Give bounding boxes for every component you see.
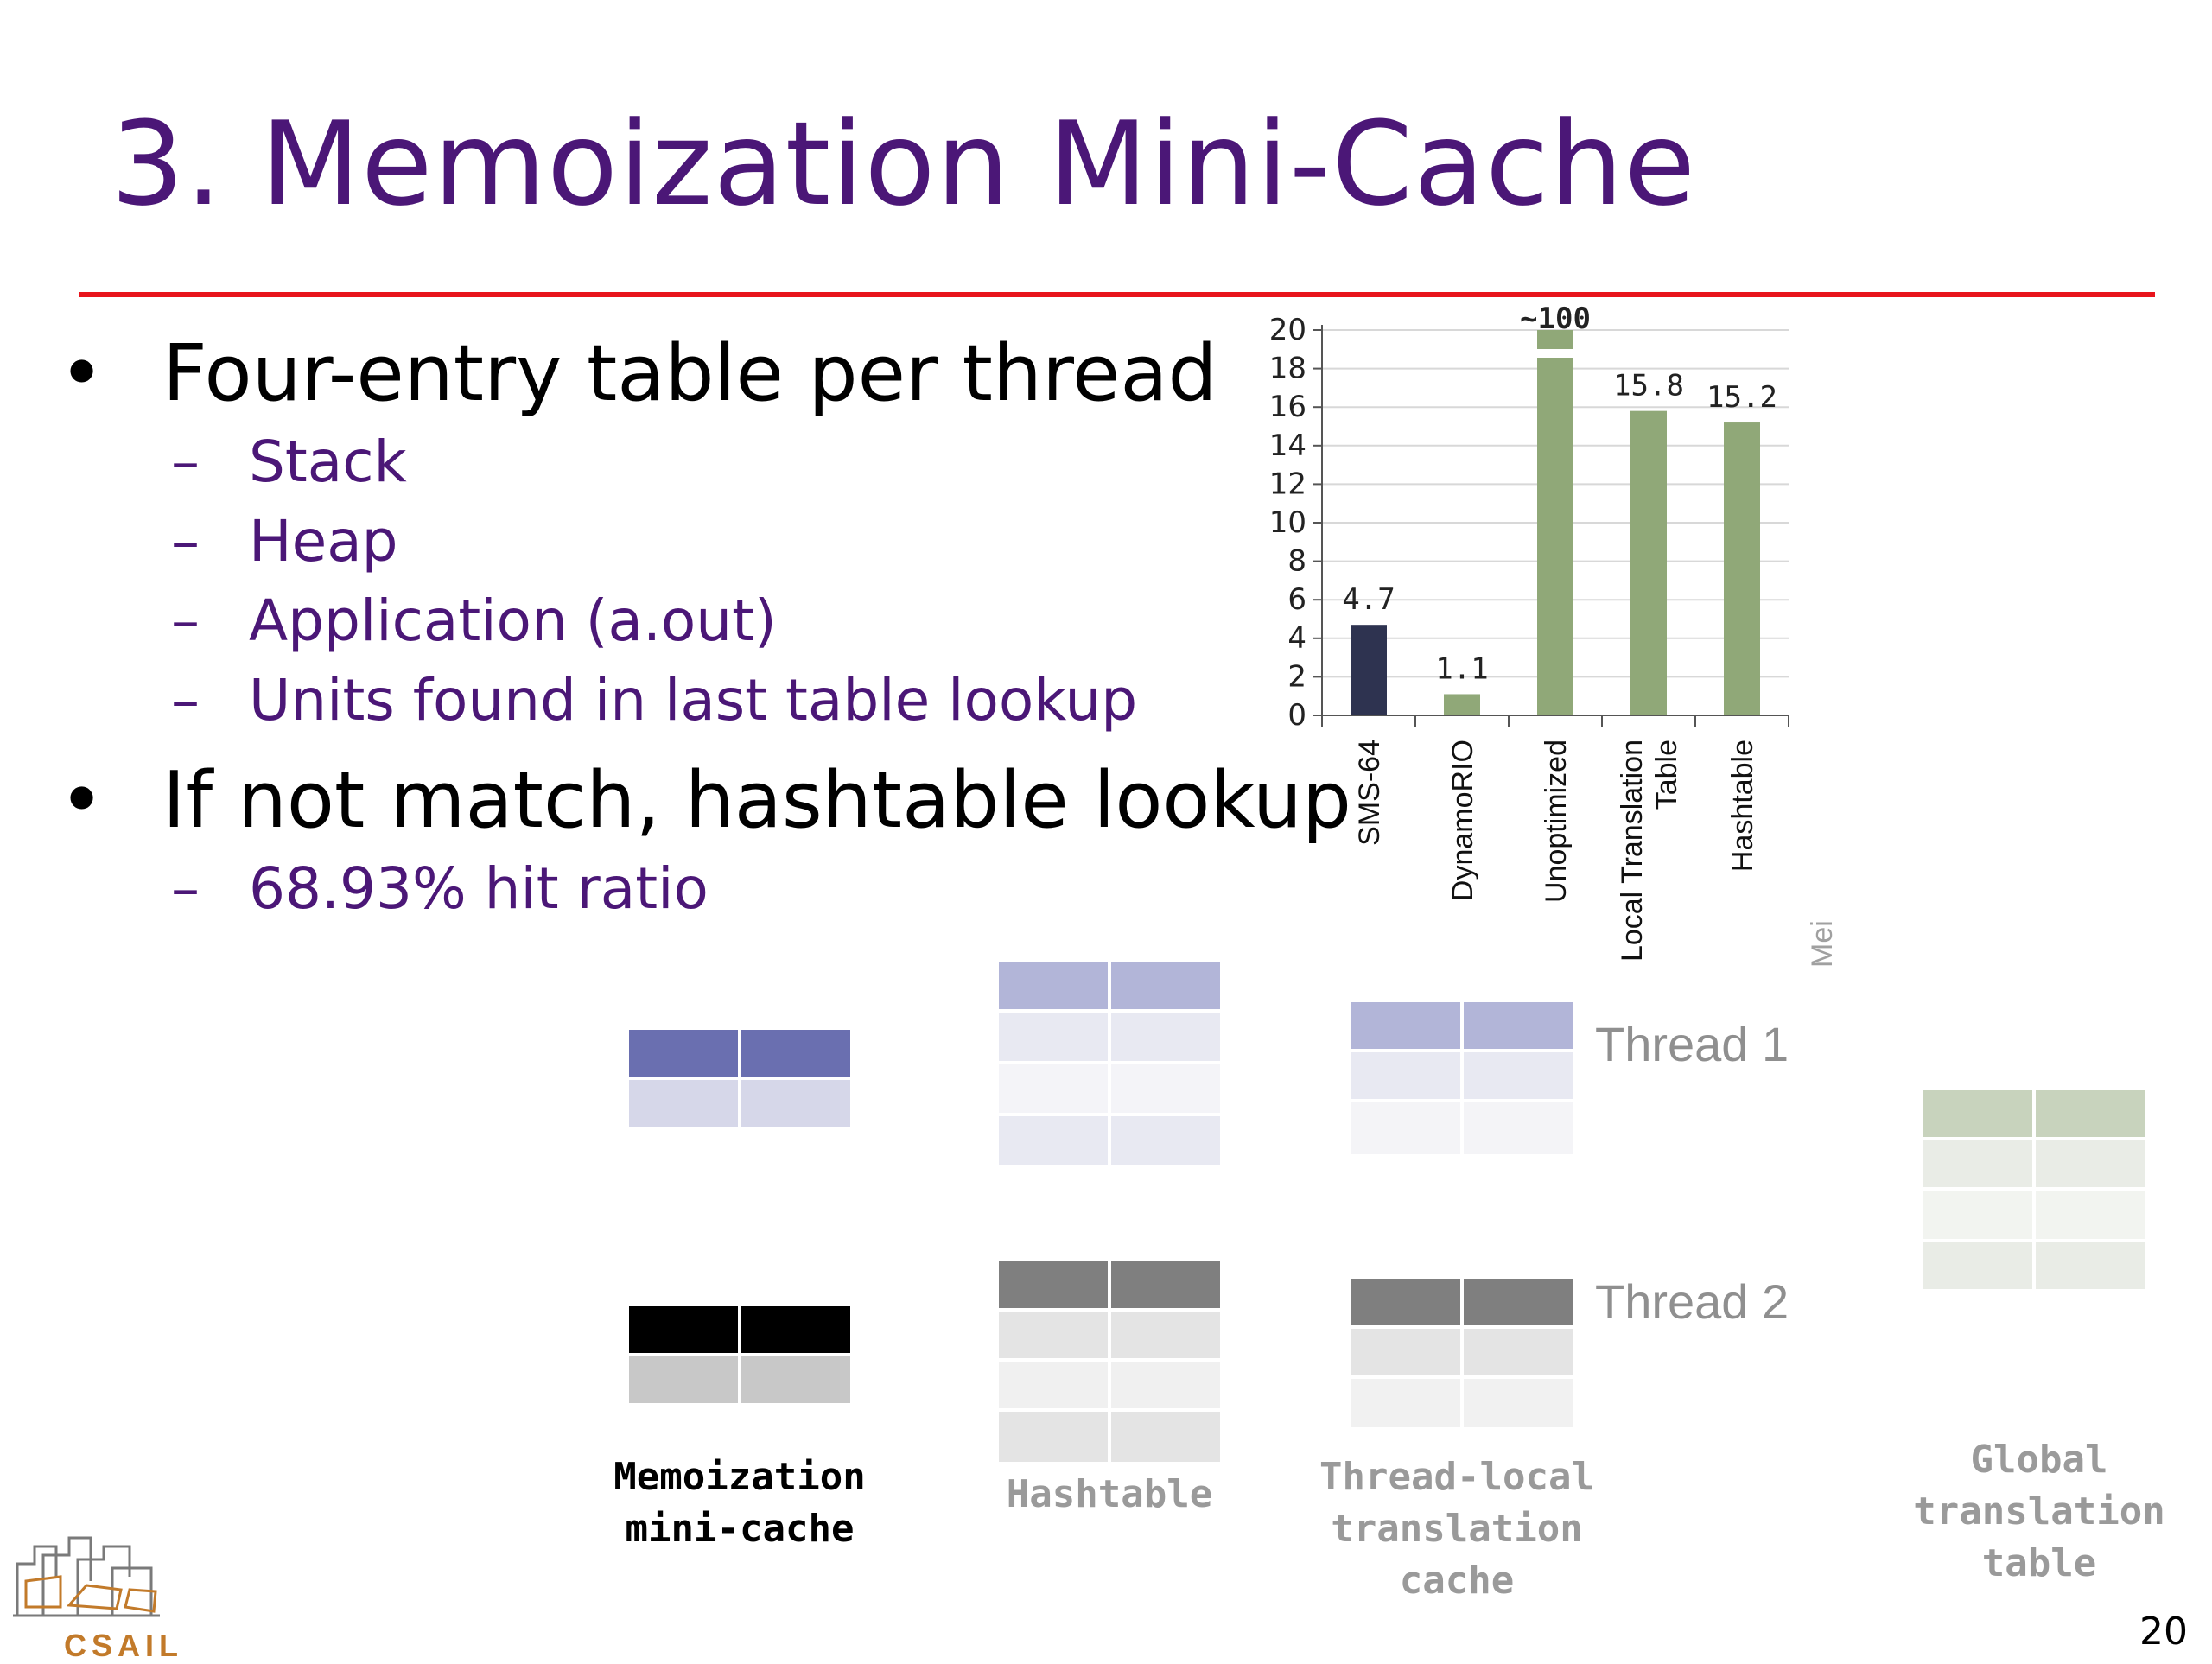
caption-global-translation-table: Global translation table xyxy=(1913,1438,2165,1585)
y-tick-label: 4 xyxy=(1287,621,1306,656)
partial-rotated-label: Mei xyxy=(1806,920,1839,968)
bullet-2: • If not match, hashtable lookup xyxy=(59,755,1351,846)
axis-break-mark xyxy=(1534,349,1577,358)
title-divider xyxy=(79,292,2155,297)
thread1-hashtable xyxy=(999,962,1220,1168)
x-tick-label-line: Local Translation xyxy=(1616,740,1649,962)
bar-3 xyxy=(1630,410,1667,715)
bullet-dot: • xyxy=(59,328,105,419)
global-translation-table xyxy=(1923,1090,2145,1292)
data-label-4: 15.2 xyxy=(1707,380,1777,415)
thread-1-label: Thread 1 xyxy=(1595,1017,1789,1071)
y-tick-label: 14 xyxy=(1269,429,1306,463)
y-tick-label: 12 xyxy=(1269,467,1306,501)
csail-logo-text: CSAIL xyxy=(64,1628,183,1663)
x-tick-label-line: Table xyxy=(1650,740,1683,810)
y-tick-label: 0 xyxy=(1287,698,1306,733)
csail-logo: CSAIL xyxy=(9,1529,181,1663)
y-tick-label: 8 xyxy=(1287,544,1306,579)
sub-bullet-text: Units found in last table lookup xyxy=(249,667,1138,734)
data-label-2: ~100 xyxy=(1520,302,1591,336)
bullet-1: • Four-entry table per thread xyxy=(59,328,1217,419)
bar-4 xyxy=(1724,422,1760,715)
page-number: 20 xyxy=(2139,1610,2188,1654)
x-tick-label-0: SMS-64 xyxy=(1353,740,1386,846)
data-label-3: 15.8 xyxy=(1613,369,1684,403)
thread2-memo-table xyxy=(629,1306,850,1407)
x-tick-label-4: Hashtable xyxy=(1726,740,1759,872)
x-tick-label-2: Unoptimized xyxy=(1540,740,1573,903)
sub-bullet-text: 68.93% hit ratio xyxy=(249,855,709,922)
bar-2 xyxy=(1537,330,1573,715)
sub-bullet-text: Application (a.out) xyxy=(249,587,777,654)
sub-bullet-hit-ratio: –68.93% hit ratio xyxy=(171,855,709,922)
y-tick-label: 18 xyxy=(1269,352,1306,386)
thread2-hashtable xyxy=(999,1261,1220,1465)
caption-memoization-mini-cache: Memoization mini-cache xyxy=(613,1455,866,1551)
y-tick-label: 10 xyxy=(1269,505,1306,540)
thread-2-label: Thread 2 xyxy=(1595,1274,1789,1329)
data-label-1: 1.1 xyxy=(1435,651,1488,686)
x-tick-label-line: SMS-64 xyxy=(1353,740,1386,846)
bar-1 xyxy=(1444,694,1480,715)
slide-title: 3. Memoization Mini-Cache xyxy=(111,97,1697,232)
thread1-memo-table xyxy=(629,1030,850,1130)
sub-bullet-heap: –Heap xyxy=(171,508,398,575)
caption-thread-local-cache: Thread-local translation cache xyxy=(1319,1455,1594,1603)
sub-bullet-application: –Application (a.out) xyxy=(171,587,777,654)
thread2-local-translation-cache xyxy=(1351,1279,1573,1431)
csail-logo-icon xyxy=(13,1536,160,1617)
bar-0 xyxy=(1351,625,1387,715)
y-tick-label: 20 xyxy=(1269,313,1306,347)
y-tick-label: 2 xyxy=(1287,659,1306,694)
x-tick-label-line: Hashtable xyxy=(1726,740,1759,872)
x-tick-label-line: DynamoRIO xyxy=(1446,740,1479,901)
sub-bullet-units: –Units found in last table lookup xyxy=(171,667,1138,734)
sub-bullet-text: Heap xyxy=(249,508,398,575)
bullet-dot: • xyxy=(59,755,105,846)
caption-hashtable: Hashtable xyxy=(1006,1472,1213,1516)
sub-bullet-stack: –Stack xyxy=(171,429,407,495)
data-label-0: 4.7 xyxy=(1342,582,1395,617)
y-tick-label: 6 xyxy=(1287,582,1306,617)
x-tick-label-1: DynamoRIO xyxy=(1446,740,1479,901)
bullet-2-text: If not match, hashtable lookup xyxy=(162,755,1352,846)
bullet-1-text: Four-entry table per thread xyxy=(162,328,1217,419)
x-tick-label-line: Unoptimized xyxy=(1540,740,1573,903)
sub-bullet-text: Stack xyxy=(249,429,407,495)
y-tick-label: 16 xyxy=(1269,390,1306,424)
thread1-local-translation-cache xyxy=(1351,1002,1573,1158)
